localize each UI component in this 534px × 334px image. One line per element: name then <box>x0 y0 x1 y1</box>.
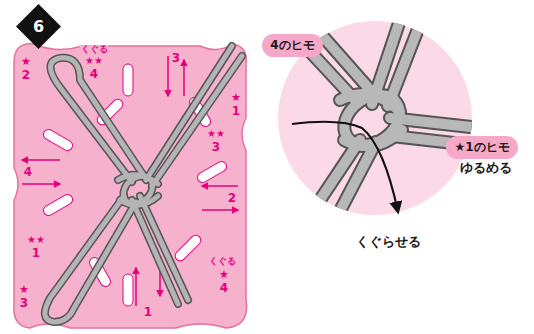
cord-number: 4 <box>219 282 229 295</box>
illustration-part <box>45 46 242 322</box>
star-mark: ★ <box>218 269 230 281</box>
star-mark: ★ <box>230 92 242 104</box>
star-mark: ★★ <box>26 235 46 246</box>
tag-text: ★1のヒモ <box>454 139 509 156</box>
instruction-text: ゆるめる <box>459 161 513 175</box>
illustration-part <box>146 46 232 180</box>
illustration-part <box>123 274 133 306</box>
illustration-part <box>196 160 229 185</box>
illustration-part <box>292 122 398 212</box>
board <box>14 44 247 328</box>
star-mark: ★ <box>18 284 30 296</box>
cord-number: 3 <box>19 297 29 310</box>
illustration-part <box>42 128 75 153</box>
illustration-part <box>312 24 372 92</box>
star-mark: ★★ <box>206 129 226 140</box>
step-badge: 6 <box>16 4 61 49</box>
illustration-part <box>45 196 136 322</box>
illustration-part <box>50 58 144 182</box>
cord <box>45 46 242 322</box>
illustration-part <box>118 171 158 210</box>
cord-number: 1 <box>231 105 241 118</box>
illustration-part <box>50 58 144 182</box>
illustration-part <box>118 175 158 184</box>
illustration-part <box>167 56 169 96</box>
tag-text: 4のヒモ <box>270 37 314 54</box>
illustration-part <box>202 209 238 211</box>
instruction-text: くぐらせる <box>355 235 422 249</box>
star-mark: ★ <box>20 56 32 68</box>
cord-number: 1 <box>143 306 153 319</box>
illustration-part <box>132 200 178 304</box>
illustration-part <box>344 130 402 146</box>
cord-number: 4 <box>23 166 33 179</box>
note: くぐる <box>80 45 109 54</box>
illustration-part <box>14 44 247 328</box>
illustration-part <box>120 196 158 205</box>
illustration-part <box>45 196 136 322</box>
illustration-part <box>340 94 400 112</box>
star-mark: ★★ <box>84 56 104 67</box>
cord-number: 4 <box>89 68 99 81</box>
illustration-part <box>330 142 376 230</box>
illustration-part <box>118 175 158 184</box>
illustration-part <box>335 85 409 155</box>
illustration-part <box>135 268 137 306</box>
cord-number: 1 <box>31 247 41 260</box>
illustration-part <box>173 233 203 263</box>
illustration-part <box>22 159 60 161</box>
illustration-part <box>118 171 158 210</box>
cord-number: 3 <box>171 52 181 65</box>
illustration-part <box>140 196 188 300</box>
illustration-part <box>335 85 409 155</box>
cord-tag: 4のヒモ <box>262 34 323 57</box>
note: くぐる <box>208 257 237 266</box>
illustration-part <box>22 183 60 185</box>
illustration-part <box>152 56 242 186</box>
illustration-part <box>140 196 188 300</box>
illustration-part <box>123 64 133 96</box>
illustration-part <box>42 193 75 218</box>
illustration-part <box>146 46 232 180</box>
diamond-fill <box>16 4 61 49</box>
cord-number: 2 <box>227 192 237 205</box>
illustration-part <box>202 185 238 187</box>
illustration-part <box>152 56 242 186</box>
step-number: 6 <box>33 17 44 36</box>
illustration-part <box>132 200 178 304</box>
illustration-part <box>45 46 242 322</box>
illustration-part <box>183 60 185 96</box>
cord-number: 3 <box>211 141 221 154</box>
cord-number: 2 <box>21 69 31 82</box>
cord-tag: ★1のヒモ <box>446 136 518 159</box>
